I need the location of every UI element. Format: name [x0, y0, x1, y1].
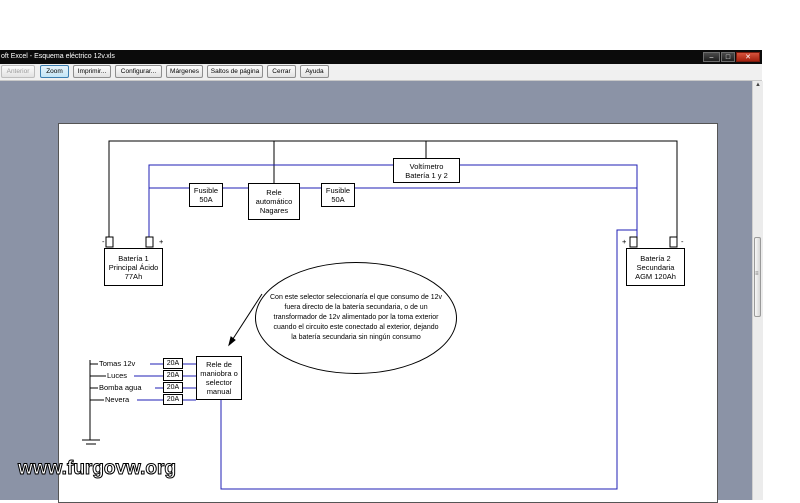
callout-arrow-line — [228, 293, 263, 346]
maximize-icon: □ — [725, 54, 731, 61]
battery1-plus-sign: + — [159, 237, 164, 246]
close-preview-button[interactable]: Cerrar — [267, 65, 296, 78]
help-button[interactable]: Ayuda — [300, 65, 329, 78]
minimize-icon: – — [709, 54, 714, 61]
battery2-box: Batería 2 Secundaria AGM 120Ah — [626, 248, 685, 286]
load-fuse-3: 20A — [163, 382, 183, 393]
battery2-minus-sign: - — [681, 237, 684, 246]
load-label-luces: Luces — [107, 371, 128, 380]
window-titlebar: oft Excel - Esquema eléctrico 12v.xls – … — [0, 50, 762, 64]
page-breaks-button[interactable]: Saltos de página — [207, 65, 263, 78]
battery2-negative-terminal — [669, 236, 678, 248]
positive-wire-top — [148, 164, 393, 237]
close-icon: ✕ — [745, 54, 751, 61]
load-label-nevera: Nevera — [105, 395, 130, 404]
load-label-tomas: Tomas 12v — [99, 359, 136, 368]
note-ellipse: Con este selector seleccionaría el que c… — [255, 262, 457, 374]
load-fuse-4: 20A — [163, 394, 183, 405]
battery1-negative-terminal — [105, 236, 114, 248]
battery1-box: Batería 1 Principal Ácido 77Ah — [104, 248, 163, 286]
note-text: Con este selector seleccionaría el que c… — [270, 294, 442, 341]
scroll-up-icon[interactable]: ▲ — [755, 82, 761, 88]
print-preview-toolbar: Anterior Zoom Imprimir... Configurar... … — [0, 64, 762, 81]
vertical-scrollbar[interactable]: ▲ ≡ — [752, 81, 763, 500]
window-title: oft Excel - Esquema eléctrico 12v.xls — [1, 53, 115, 60]
positive-wire-top-right — [460, 164, 638, 237]
battery1-minus-sign: - — [102, 237, 105, 246]
battery1-positive-terminal — [145, 236, 154, 248]
fuse-left-box: Fusible 50A — [189, 183, 223, 207]
previous-button[interactable]: Anterior — [1, 65, 35, 78]
setup-button[interactable]: Configurar... — [115, 65, 162, 78]
maximize-button[interactable]: □ — [721, 52, 735, 62]
voltmeter-box: Voltímetro Batería 1 y 2 — [393, 158, 460, 183]
print-button[interactable]: Imprimir... — [73, 65, 111, 78]
positive-wire-selector — [220, 229, 637, 490]
battery2-plus-sign: + — [622, 237, 627, 246]
close-button[interactable]: ✕ — [736, 52, 760, 62]
load-fuse-2: 20A — [163, 370, 183, 381]
load-label-bomba: Bomba agua — [99, 383, 142, 392]
watermark: www.furgovw.org — [18, 458, 177, 480]
fuse-right-box: Fusible 50A — [321, 183, 355, 207]
window-edge — [763, 50, 800, 500]
margins-button[interactable]: Márgenes — [166, 65, 203, 78]
scroll-grip-icon: ≡ — [755, 271, 759, 277]
callout-arrow-head — [228, 336, 236, 347]
minimize-button[interactable]: – — [703, 52, 720, 62]
zoom-button[interactable]: Zoom — [40, 65, 69, 78]
ground-wire-top — [108, 140, 678, 237]
relay-box: Rele automático Nagares — [248, 183, 300, 220]
selector-box: Rele de maniobra o selector manual — [196, 356, 242, 400]
load-fuse-1: 20A — [163, 358, 183, 369]
battery2-positive-terminal — [629, 236, 638, 248]
scroll-thumb[interactable] — [754, 237, 761, 317]
